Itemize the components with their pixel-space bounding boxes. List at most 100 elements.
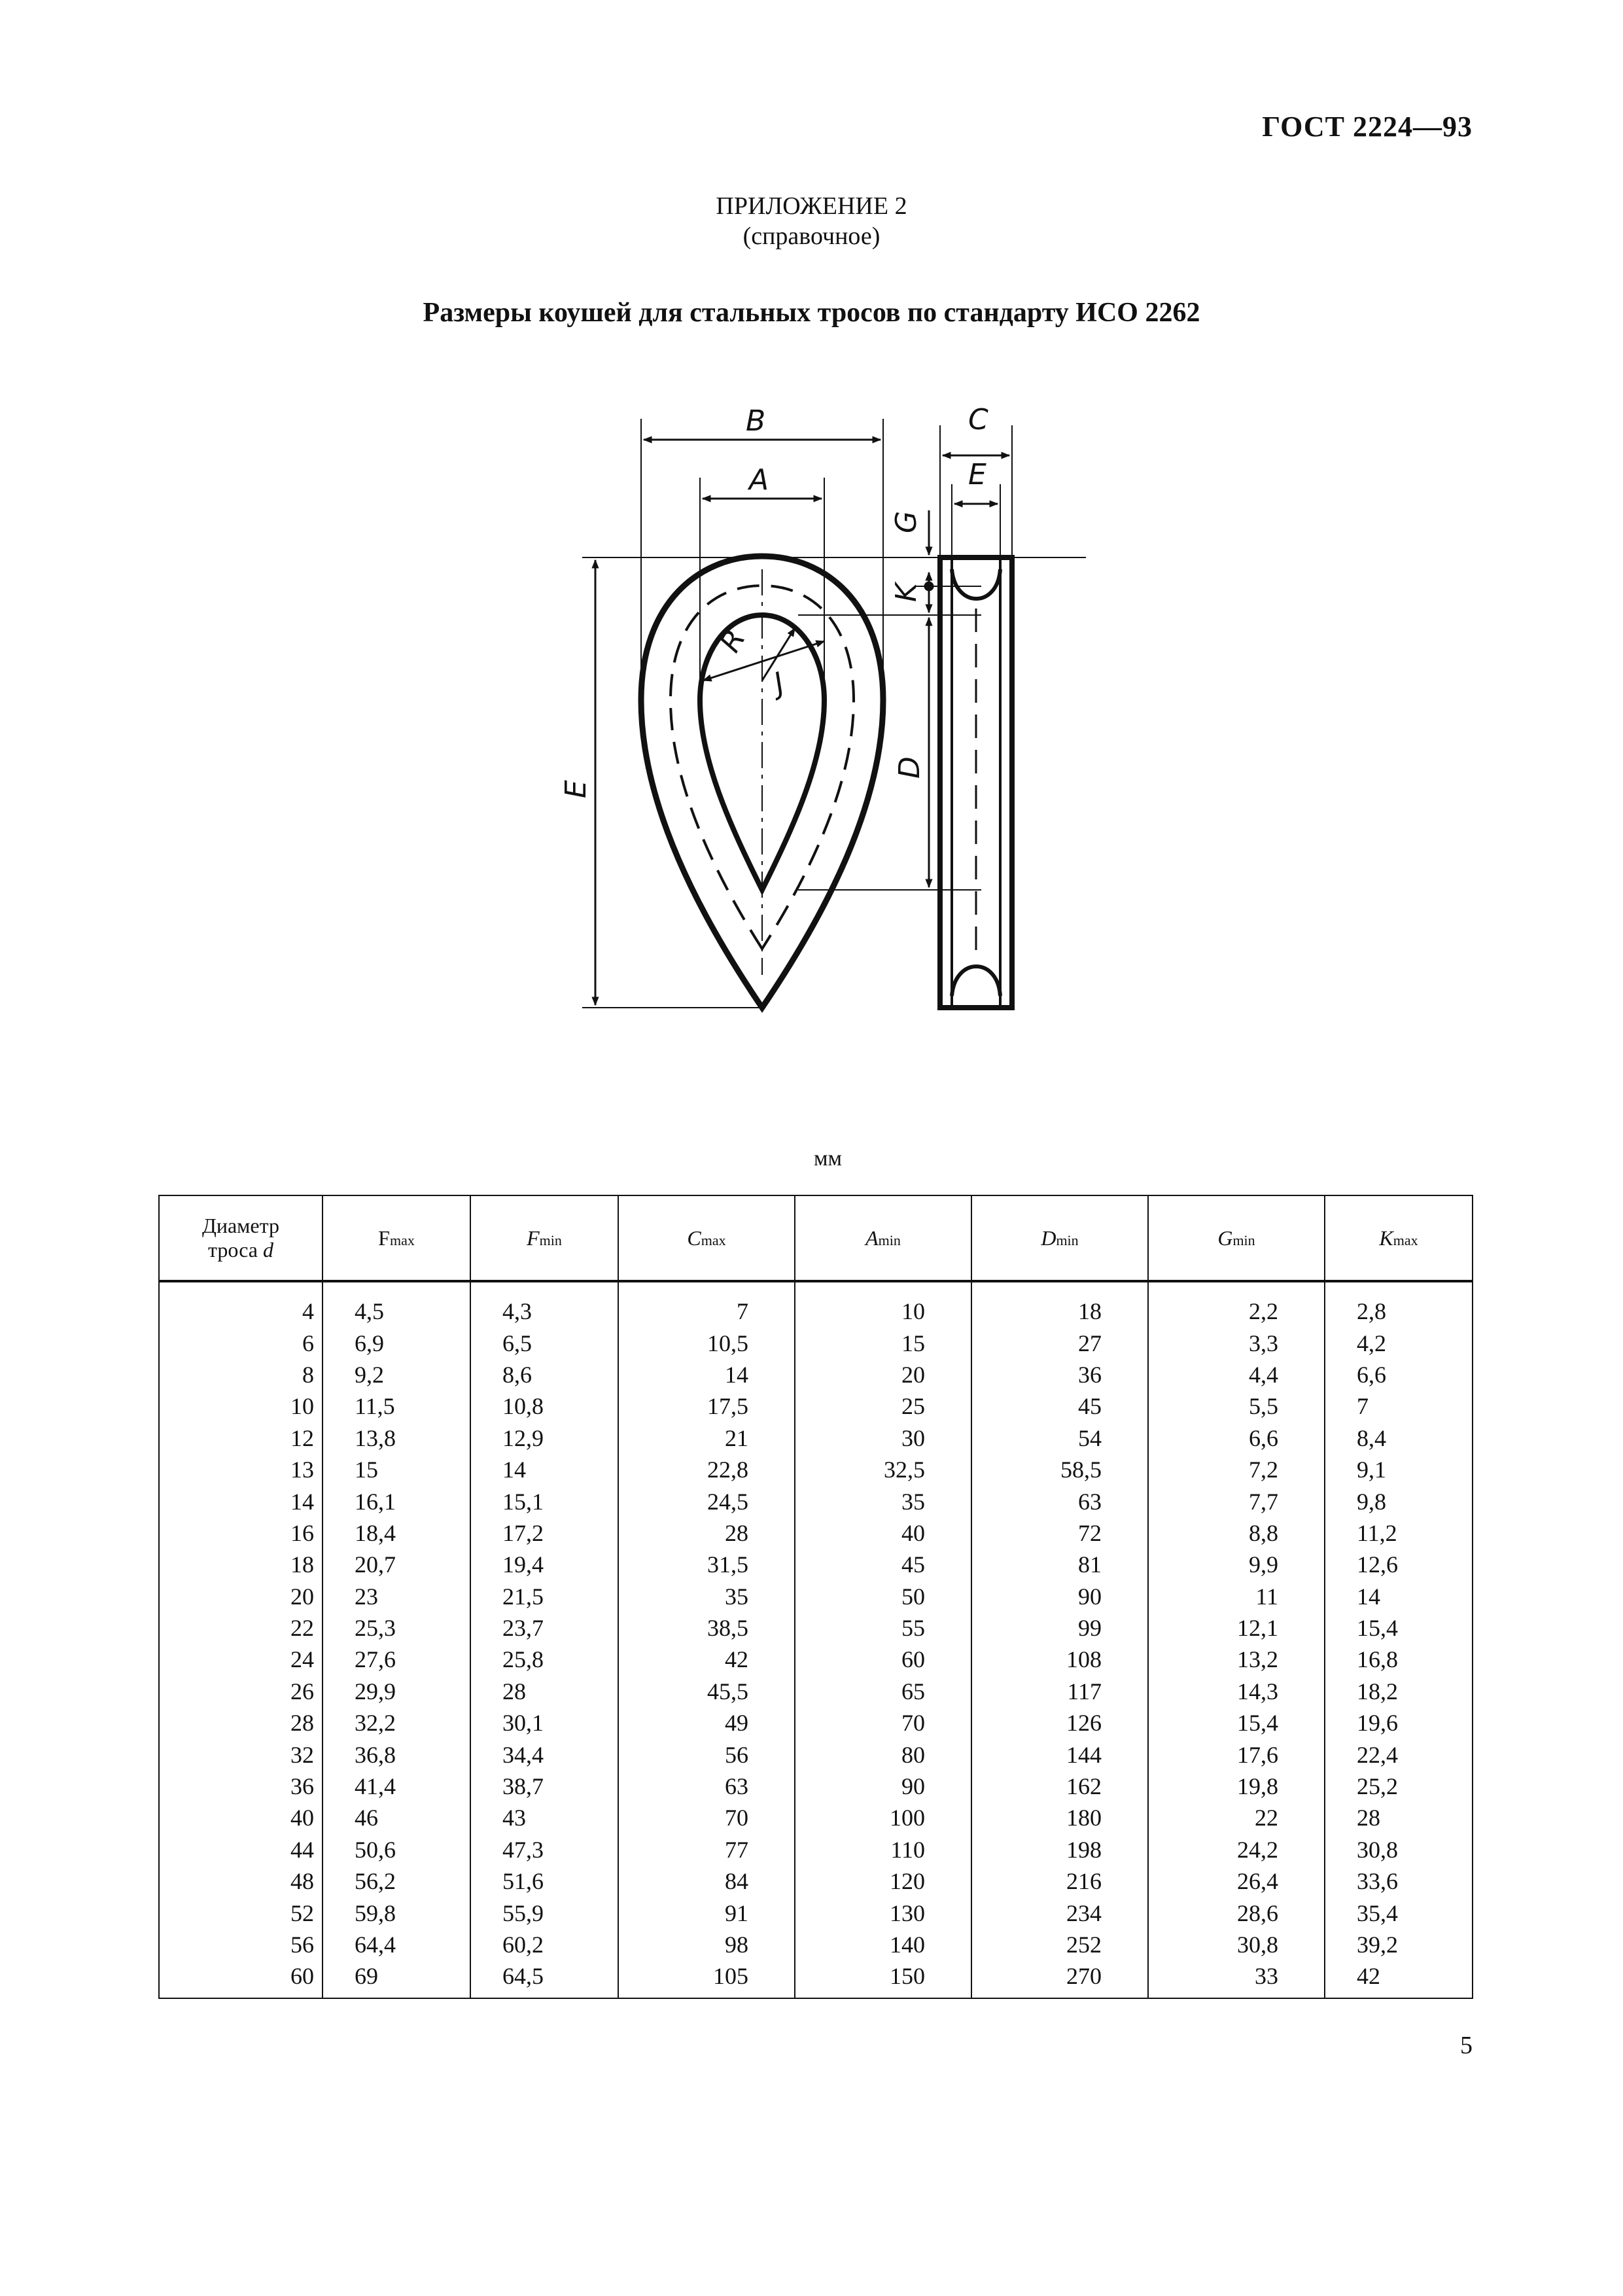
table-cell: 58,5 — [971, 1453, 1149, 1486]
table-cell: 28 — [618, 1517, 795, 1549]
table-cell: 4,2 — [1324, 1327, 1473, 1359]
table-cell: 43 — [470, 1802, 619, 1834]
table-cell: 8,4 — [1324, 1422, 1473, 1454]
table-cell: 21,5 — [470, 1580, 619, 1612]
table-cell: 144 — [971, 1739, 1149, 1771]
table-cell: 17,2 — [470, 1517, 619, 1549]
table-cell: 32,5 — [794, 1453, 972, 1486]
table-cell: 30,8 — [1324, 1833, 1473, 1866]
table-cell: 56 — [158, 1928, 323, 1961]
table-cell: 49 — [618, 1707, 795, 1739]
table-header-row: Диаметр троса d Fmax Fmin Cmax Amin Dmin… — [158, 1195, 1473, 1282]
table-cell: 72 — [971, 1517, 1149, 1549]
table-cell: 6,6 — [1324, 1358, 1473, 1391]
table-cell: 47,3 — [470, 1833, 619, 1866]
label-a: A — [747, 463, 769, 497]
table-cell: 105 — [618, 1960, 795, 1999]
label-d: D — [893, 756, 926, 779]
table-cell: 117 — [971, 1675, 1149, 1708]
table-cell: 40 — [158, 1802, 323, 1834]
table-cell: 18 — [158, 1549, 323, 1581]
table-cell: 50 — [794, 1580, 972, 1612]
table-cell: 19,8 — [1147, 1770, 1325, 1803]
table-cell: 25,8 — [470, 1644, 619, 1676]
table-cell: 100 — [794, 1802, 972, 1834]
table-cell: 38,7 — [470, 1770, 619, 1803]
table-cell: 252 — [971, 1928, 1149, 1961]
table-cell: 16 — [158, 1517, 323, 1549]
table-cell: 24 — [158, 1644, 323, 1676]
thimble-drawing: B A C E G K R J E D — [559, 403, 1086, 1014]
table-cell: 29,9 — [322, 1675, 471, 1708]
table-cell: 45 — [794, 1549, 972, 1581]
table-cell: 140 — [794, 1928, 972, 1961]
label-b: B — [746, 404, 765, 438]
table-cell: 12 — [158, 1422, 323, 1454]
table-cell: 18 — [971, 1281, 1149, 1328]
table-cell: 11 — [1147, 1580, 1325, 1612]
table-cell: 9,9 — [1147, 1549, 1325, 1581]
table-cell: 7,2 — [1147, 1453, 1325, 1486]
table-cell: 120 — [794, 1865, 972, 1898]
table-cell: 13,2 — [1147, 1644, 1325, 1676]
table-cell: 45 — [971, 1390, 1149, 1422]
table-cell: 33 — [1147, 1960, 1325, 1999]
table-cell: 45,5 — [618, 1675, 795, 1708]
table-cell: 40 — [794, 1517, 972, 1549]
table-cell: 14 — [158, 1485, 323, 1517]
table-cell: 14 — [618, 1358, 795, 1391]
header-k-max: Kmax — [1324, 1195, 1473, 1282]
table-cell: 15 — [794, 1327, 972, 1359]
table-cell: 6,6 — [1147, 1422, 1325, 1454]
table-cell: 51,6 — [470, 1865, 619, 1898]
table-cell: 126 — [971, 1707, 1149, 1739]
table-cell: 55 — [794, 1612, 972, 1644]
table-cell: 28 — [470, 1675, 619, 1708]
table-cell: 6,5 — [470, 1327, 619, 1359]
table-cell: 15 — [322, 1453, 471, 1486]
table-cell: 24,2 — [1147, 1833, 1325, 1866]
table-cell: 90 — [971, 1580, 1149, 1612]
table-cell: 270 — [971, 1960, 1149, 1999]
table-cell: 52 — [158, 1897, 323, 1929]
table-cell: 23 — [322, 1580, 471, 1612]
table-cell: 198 — [971, 1833, 1149, 1866]
table-cell: 27 — [971, 1327, 1149, 1359]
table-cell: 10 — [794, 1281, 972, 1328]
table-cell: 28 — [1324, 1802, 1473, 1834]
table-cell: 25,2 — [1324, 1770, 1473, 1803]
table-cell: 70 — [618, 1802, 795, 1834]
table-cell: 21 — [618, 1422, 795, 1454]
standard-code: ГОСТ 2224—93 — [1262, 111, 1473, 143]
table-cell: 8,6 — [470, 1358, 619, 1391]
table-cell: 32 — [158, 1739, 323, 1771]
table-cell: 8,8 — [1147, 1517, 1325, 1549]
table-cell: 14 — [470, 1453, 619, 1486]
table-cell: 28 — [158, 1707, 323, 1739]
table-cell: 20,7 — [322, 1549, 471, 1581]
table-cell: 70 — [794, 1707, 972, 1739]
header-diameter: Диаметр троса d — [158, 1195, 323, 1282]
page-number: 5 — [1460, 2032, 1473, 2059]
label-c: C — [968, 403, 988, 436]
header-c-max: Cmax — [618, 1195, 795, 1282]
table-cell: 23,7 — [470, 1612, 619, 1644]
table-cell: 46 — [322, 1802, 471, 1834]
label-k: K — [890, 581, 923, 602]
table-cell: 4,4 — [1147, 1358, 1325, 1391]
table-cell: 26,4 — [1147, 1865, 1325, 1898]
table-cell: 35 — [794, 1485, 972, 1517]
table-cell: 36,8 — [322, 1739, 471, 1771]
table-cell: 2,8 — [1324, 1281, 1473, 1328]
table-cell: 26 — [158, 1675, 323, 1708]
table-cell: 8 — [158, 1358, 323, 1391]
table-cell: 6 — [158, 1327, 323, 1359]
header-f-max: Fmax — [322, 1195, 471, 1282]
